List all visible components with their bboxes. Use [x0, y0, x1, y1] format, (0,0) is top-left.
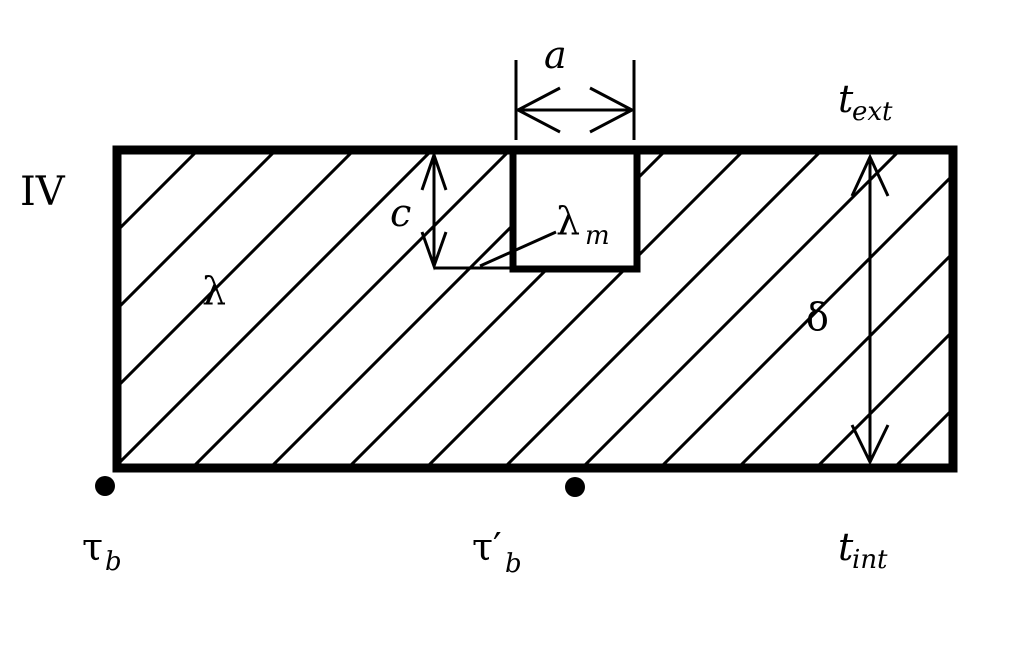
- label-a: a: [544, 33, 567, 77]
- svg-text:b: b: [105, 547, 122, 577]
- svg-text:t: t: [838, 525, 854, 569]
- svg-text:ext: ext: [852, 97, 893, 127]
- hatch-line: [970, 140, 1026, 470]
- point-tau-b: [95, 476, 115, 496]
- svg-text:τ: τ: [82, 525, 103, 569]
- dimension-c: [420, 150, 513, 271]
- inclusion-fill: [513, 150, 637, 269]
- label-c: c: [390, 191, 411, 235]
- svg-text:τ′: τ′: [472, 525, 502, 569]
- svg-text:b: b: [505, 549, 522, 579]
- hatch-line: [891, 406, 953, 468]
- label-delta: δ: [806, 295, 829, 339]
- svg-text:m: m: [585, 221, 610, 251]
- dimension-a: [514, 60, 636, 140]
- label-t-ext: t ext: [838, 77, 893, 127]
- hatch-line: [117, 150, 435, 468]
- svg-text:t: t: [838, 77, 854, 121]
- hatch-line: [117, 150, 201, 234]
- label-lambda-m: λ m: [556, 199, 610, 251]
- hatch-line: [189, 150, 513, 468]
- hatch-line: [657, 172, 953, 468]
- hatch-line: [579, 150, 903, 468]
- hatch-line: [423, 150, 747, 468]
- hatch-line: [735, 250, 953, 468]
- panel-label: IV: [20, 169, 66, 215]
- wall-outline: [112, 145, 958, 473]
- hatch-line: [813, 328, 953, 468]
- hatch-line: [117, 150, 357, 390]
- hatch-line: [501, 150, 825, 468]
- label-tau-b: τ b: [82, 525, 122, 577]
- label-tau-b-prime: τ′ b: [472, 525, 522, 579]
- label-lambda: λ: [202, 269, 226, 313]
- lambda-m-leader: [479, 230, 557, 268]
- inclusion-outline: [509, 150, 641, 273]
- svg-text:λ: λ: [556, 199, 580, 243]
- point-tau-b-prime: [565, 477, 585, 497]
- dimension-delta: [850, 153, 890, 466]
- label-t-int: t int: [838, 525, 888, 575]
- svg-text:int: int: [852, 545, 888, 575]
